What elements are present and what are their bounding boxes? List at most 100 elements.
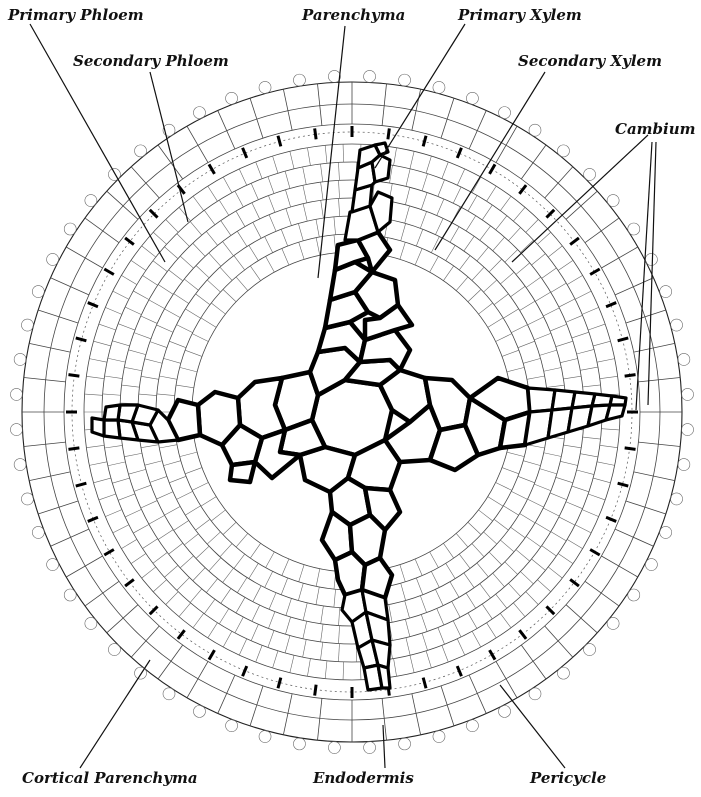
tissue-cell-wall [560, 461, 578, 465]
label-endodermis: Endodermis [312, 769, 414, 787]
tissue-cell-wall [484, 532, 497, 544]
outer-cell-cusp [399, 74, 411, 86]
endodermis-wall [590, 550, 600, 556]
outer-cell-cusp [607, 617, 619, 629]
tissue-cell-wall [593, 341, 610, 346]
endodermis-wall [519, 630, 526, 639]
tissue-cell-wall [503, 506, 518, 515]
tissue-cell-wall [86, 376, 104, 378]
tissue-cell-wall [450, 582, 459, 598]
tissue-cell-wall [89, 359, 107, 363]
tissue-cell-wall [321, 606, 324, 624]
outer-cell-cusp [678, 353, 690, 365]
outer-cell-cusp [64, 223, 76, 235]
outer-cell-cusp [193, 107, 205, 119]
endodermis-wall [570, 238, 579, 245]
tissue-cell-wall [489, 552, 502, 565]
tissue-cell-wall [535, 523, 550, 532]
tissue-cell-wall [219, 609, 229, 624]
tissue-cell-wall [535, 292, 550, 301]
label-cambium: Cambium [615, 120, 696, 138]
tissue-cell-wall [435, 218, 443, 234]
tissue-cell-wall [480, 226, 491, 240]
endodermis-wall [68, 448, 79, 449]
tissue-cell-wall [164, 309, 180, 318]
tissue-cell-wall [196, 546, 209, 558]
tissue-cell-wall [468, 195, 477, 211]
tissue-cell-wall [265, 237, 273, 253]
tissue-cell-wall [567, 539, 582, 548]
tissue-cell-wall [544, 453, 562, 457]
tissue-cell-wall [527, 376, 545, 379]
tissue-cell-wall [542, 546, 557, 556]
outer-cell-cusp [21, 493, 33, 505]
tissue-cell-wall [252, 203, 260, 219]
tissue-cell-wall [166, 219, 179, 232]
tissue-cell-wall [105, 307, 122, 314]
tissue-cell-wall [580, 367, 598, 370]
tissue-cell-wall [540, 469, 557, 474]
tissue-cell-wall [256, 162, 262, 179]
tissue-cell-wall [250, 266, 260, 281]
cortex-cell-wall [638, 378, 680, 382]
tissue-cell-wall [405, 619, 409, 636]
tissue-cell-wall [223, 568, 234, 582]
tissue-cell-wall [406, 638, 410, 656]
tissue-cell-wall [482, 604, 492, 619]
tissue-cell-wall [177, 325, 193, 333]
endodermis-wall [618, 483, 629, 486]
tissue-cell-wall [281, 229, 288, 246]
cortex-cell-wall [469, 675, 486, 713]
outer-cell-cusp [628, 589, 640, 601]
tissue-cell-wall [459, 554, 470, 568]
tissue-cell-wall [204, 599, 215, 614]
tissue-cell-wall [468, 613, 477, 629]
outer-cell-cusp [328, 742, 340, 754]
tissue-cell-wall [487, 623, 497, 638]
tissue-cell-wall [177, 234, 190, 247]
tissue-cell-wall [457, 639, 465, 655]
tissue-cell-wall [400, 565, 405, 582]
tissue-cell-wall [334, 217, 336, 235]
tissue-cell-wall [201, 318, 216, 328]
tissue-cell-wall [496, 216, 507, 230]
tissue-cell-wall [421, 614, 427, 631]
tissue-cell-wall [208, 186, 218, 201]
endodermis-wall [625, 448, 636, 449]
tissue-cell-wall [273, 651, 278, 668]
endodermis-wall [519, 185, 526, 194]
cortex-cell-wall [382, 84, 386, 126]
tissue-cell-wall [558, 553, 573, 563]
cortex-cell-wall [51, 529, 89, 546]
tissue-cell-wall [543, 508, 559, 516]
tissue-cell-wall [338, 162, 339, 180]
tissue-cell-wall [299, 565, 304, 582]
tissue-cell-wall [528, 317, 544, 325]
tissue-cell-wall [442, 645, 448, 662]
tissue-cell-wall [286, 598, 292, 615]
tissue-cell-wall [133, 524, 149, 533]
tissue-cell-wall [169, 476, 186, 483]
tissue-cell-wall [163, 461, 180, 466]
endodermis-wall [423, 678, 426, 689]
tissue-cell-wall [192, 334, 208, 342]
tissue-cell-wall [511, 491, 527, 499]
tissue-cell-wall [577, 349, 594, 354]
tissue-cell-wall [453, 621, 461, 637]
tissue-cell-wall [196, 266, 209, 278]
tissue-cell-wall [105, 445, 123, 448]
cortex-cell-wall [521, 145, 546, 179]
tissue-cell-wall [125, 509, 141, 517]
tissue-cell-wall [518, 476, 535, 483]
tissue-cell-wall [567, 275, 582, 284]
tissue-cell-wall [559, 517, 575, 525]
tissue-cell-wall [487, 186, 497, 201]
tissue-cell-wall [143, 539, 158, 549]
tissue-cell-wall [518, 341, 535, 348]
tissue-cell-wall [223, 289, 236, 301]
tissue-cell-wall [159, 445, 177, 448]
tissue-cell-wall [180, 367, 197, 372]
cortex-cell-wall [187, 126, 208, 162]
tissue-cell-wall [464, 236, 474, 251]
cortex-cell-wall [601, 247, 637, 268]
